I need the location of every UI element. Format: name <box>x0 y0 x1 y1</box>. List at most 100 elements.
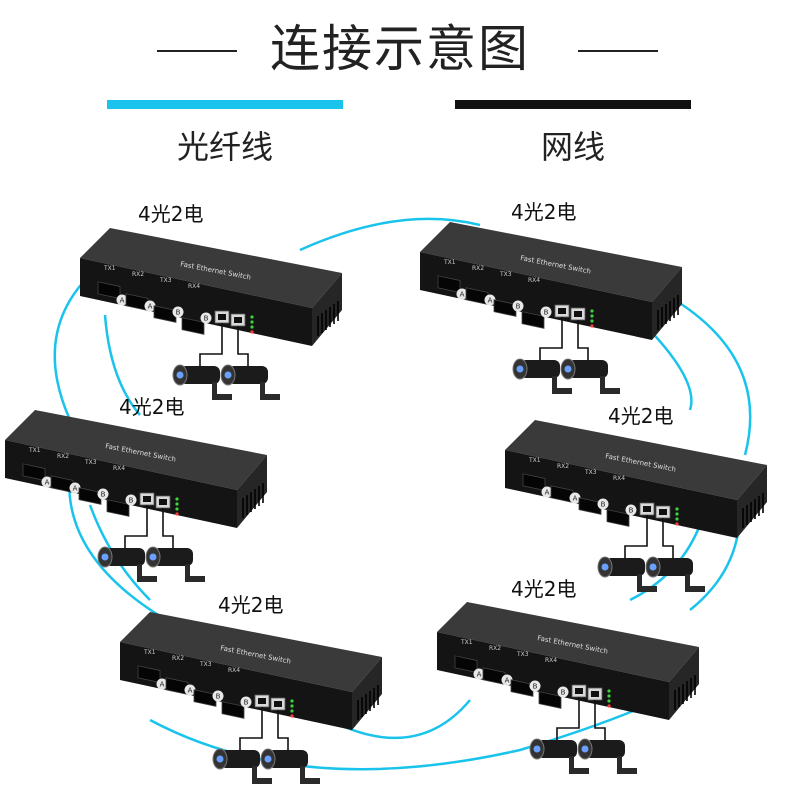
camera-lens-glass <box>581 745 589 753</box>
camera-lens-glass <box>564 365 572 373</box>
status-led <box>675 512 679 516</box>
status-led <box>250 325 254 329</box>
fiber-port <box>454 655 478 673</box>
port-label: RX2 <box>557 463 569 470</box>
fiber-port <box>97 281 121 299</box>
device-top <box>5 410 267 490</box>
camera-mount <box>260 382 265 398</box>
status-led <box>290 709 294 713</box>
port-label: RX4 <box>545 657 557 664</box>
camera-icon <box>220 364 280 400</box>
port-letter-badge <box>125 494 137 506</box>
port-letter-badge <box>184 684 196 696</box>
port-label: TX3 <box>159 277 172 284</box>
camera-icon <box>260 748 320 784</box>
camera-icon <box>577 738 637 774</box>
port-label: TX3 <box>516 651 529 658</box>
port-label: RX2 <box>172 655 184 662</box>
device-side <box>669 647 699 720</box>
camera-base <box>252 778 272 784</box>
fiber-port <box>606 509 630 527</box>
camera-icon <box>529 738 589 774</box>
port-label: RX4 <box>528 277 540 284</box>
camera-lens-glass <box>649 563 657 571</box>
status-led <box>175 502 179 506</box>
port-letter-badge <box>625 504 637 516</box>
port-label: TX3 <box>199 661 212 668</box>
port-label: TX3 <box>84 459 97 466</box>
legend-fiber-swatch <box>107 100 343 109</box>
port-letter: B <box>601 501 606 509</box>
port-letter: B <box>176 309 181 317</box>
status-led <box>590 324 594 328</box>
status-led <box>290 704 294 708</box>
camera-base <box>637 586 657 592</box>
port-letter: B <box>101 491 106 499</box>
camera-base <box>552 388 572 394</box>
device-front <box>80 258 312 346</box>
camera-body <box>568 360 608 378</box>
status-led <box>175 507 179 511</box>
port-letter-badge <box>200 312 212 324</box>
camera-base <box>260 394 280 400</box>
device-front <box>5 440 237 528</box>
camera-base <box>300 778 320 784</box>
device-top <box>437 602 699 682</box>
camera-base <box>569 768 589 774</box>
port-label: TX3 <box>499 271 512 278</box>
cable-group <box>199 323 249 366</box>
cable-group <box>624 515 674 558</box>
port-letter: A <box>120 297 125 305</box>
network-cable <box>124 505 148 548</box>
camera-icon <box>97 546 157 582</box>
fiber-port <box>521 311 545 329</box>
fiber-port <box>538 691 562 709</box>
rj45-socket <box>234 317 242 323</box>
camera-base <box>617 768 637 774</box>
port-letter-badge <box>156 678 168 690</box>
legend-cable-swatch <box>455 100 691 109</box>
device-side <box>312 273 342 346</box>
page-title: 连接示意图 <box>270 20 530 78</box>
device-side <box>737 465 767 538</box>
status-led <box>675 522 679 526</box>
status-led <box>250 315 254 319</box>
camera-lens-glass <box>216 755 224 763</box>
camera-body <box>537 740 577 758</box>
port-label: TX1 <box>103 265 116 272</box>
device-top <box>120 612 382 692</box>
port-letter-badge <box>512 300 524 312</box>
port-label: TX3 <box>584 469 597 476</box>
network-cable <box>237 326 249 366</box>
camera-base <box>685 586 705 592</box>
port-letter: B <box>544 309 549 317</box>
port-letter: A <box>160 681 165 689</box>
camera-icon <box>597 556 657 592</box>
port-letter-badge <box>97 488 109 500</box>
cable-group <box>556 697 606 740</box>
device-side <box>352 657 382 730</box>
title-rule-right <box>578 50 658 52</box>
legend-fiber-label: 光纤线 <box>176 128 273 166</box>
device-label: 4光2电 <box>608 404 674 428</box>
status-led <box>675 517 679 521</box>
camera-body <box>228 366 268 384</box>
camera-mount <box>617 756 622 772</box>
fiber-link-right-top <box>674 298 752 456</box>
device-label: 4光2电 <box>511 577 577 601</box>
port-letter: B <box>216 693 221 701</box>
network-cable <box>199 323 223 366</box>
status-led <box>290 699 294 703</box>
fiber-port <box>437 275 461 293</box>
camera-icon <box>512 358 572 394</box>
camera-body <box>585 740 625 758</box>
port-label: TX1 <box>460 639 473 646</box>
port-letter: B <box>244 699 249 707</box>
device-label: 4光2电 <box>218 593 284 617</box>
fiber-port <box>106 499 130 517</box>
fiber-link-left-inner <box>103 314 141 416</box>
cable-group <box>239 707 289 750</box>
camera-body <box>605 558 645 576</box>
